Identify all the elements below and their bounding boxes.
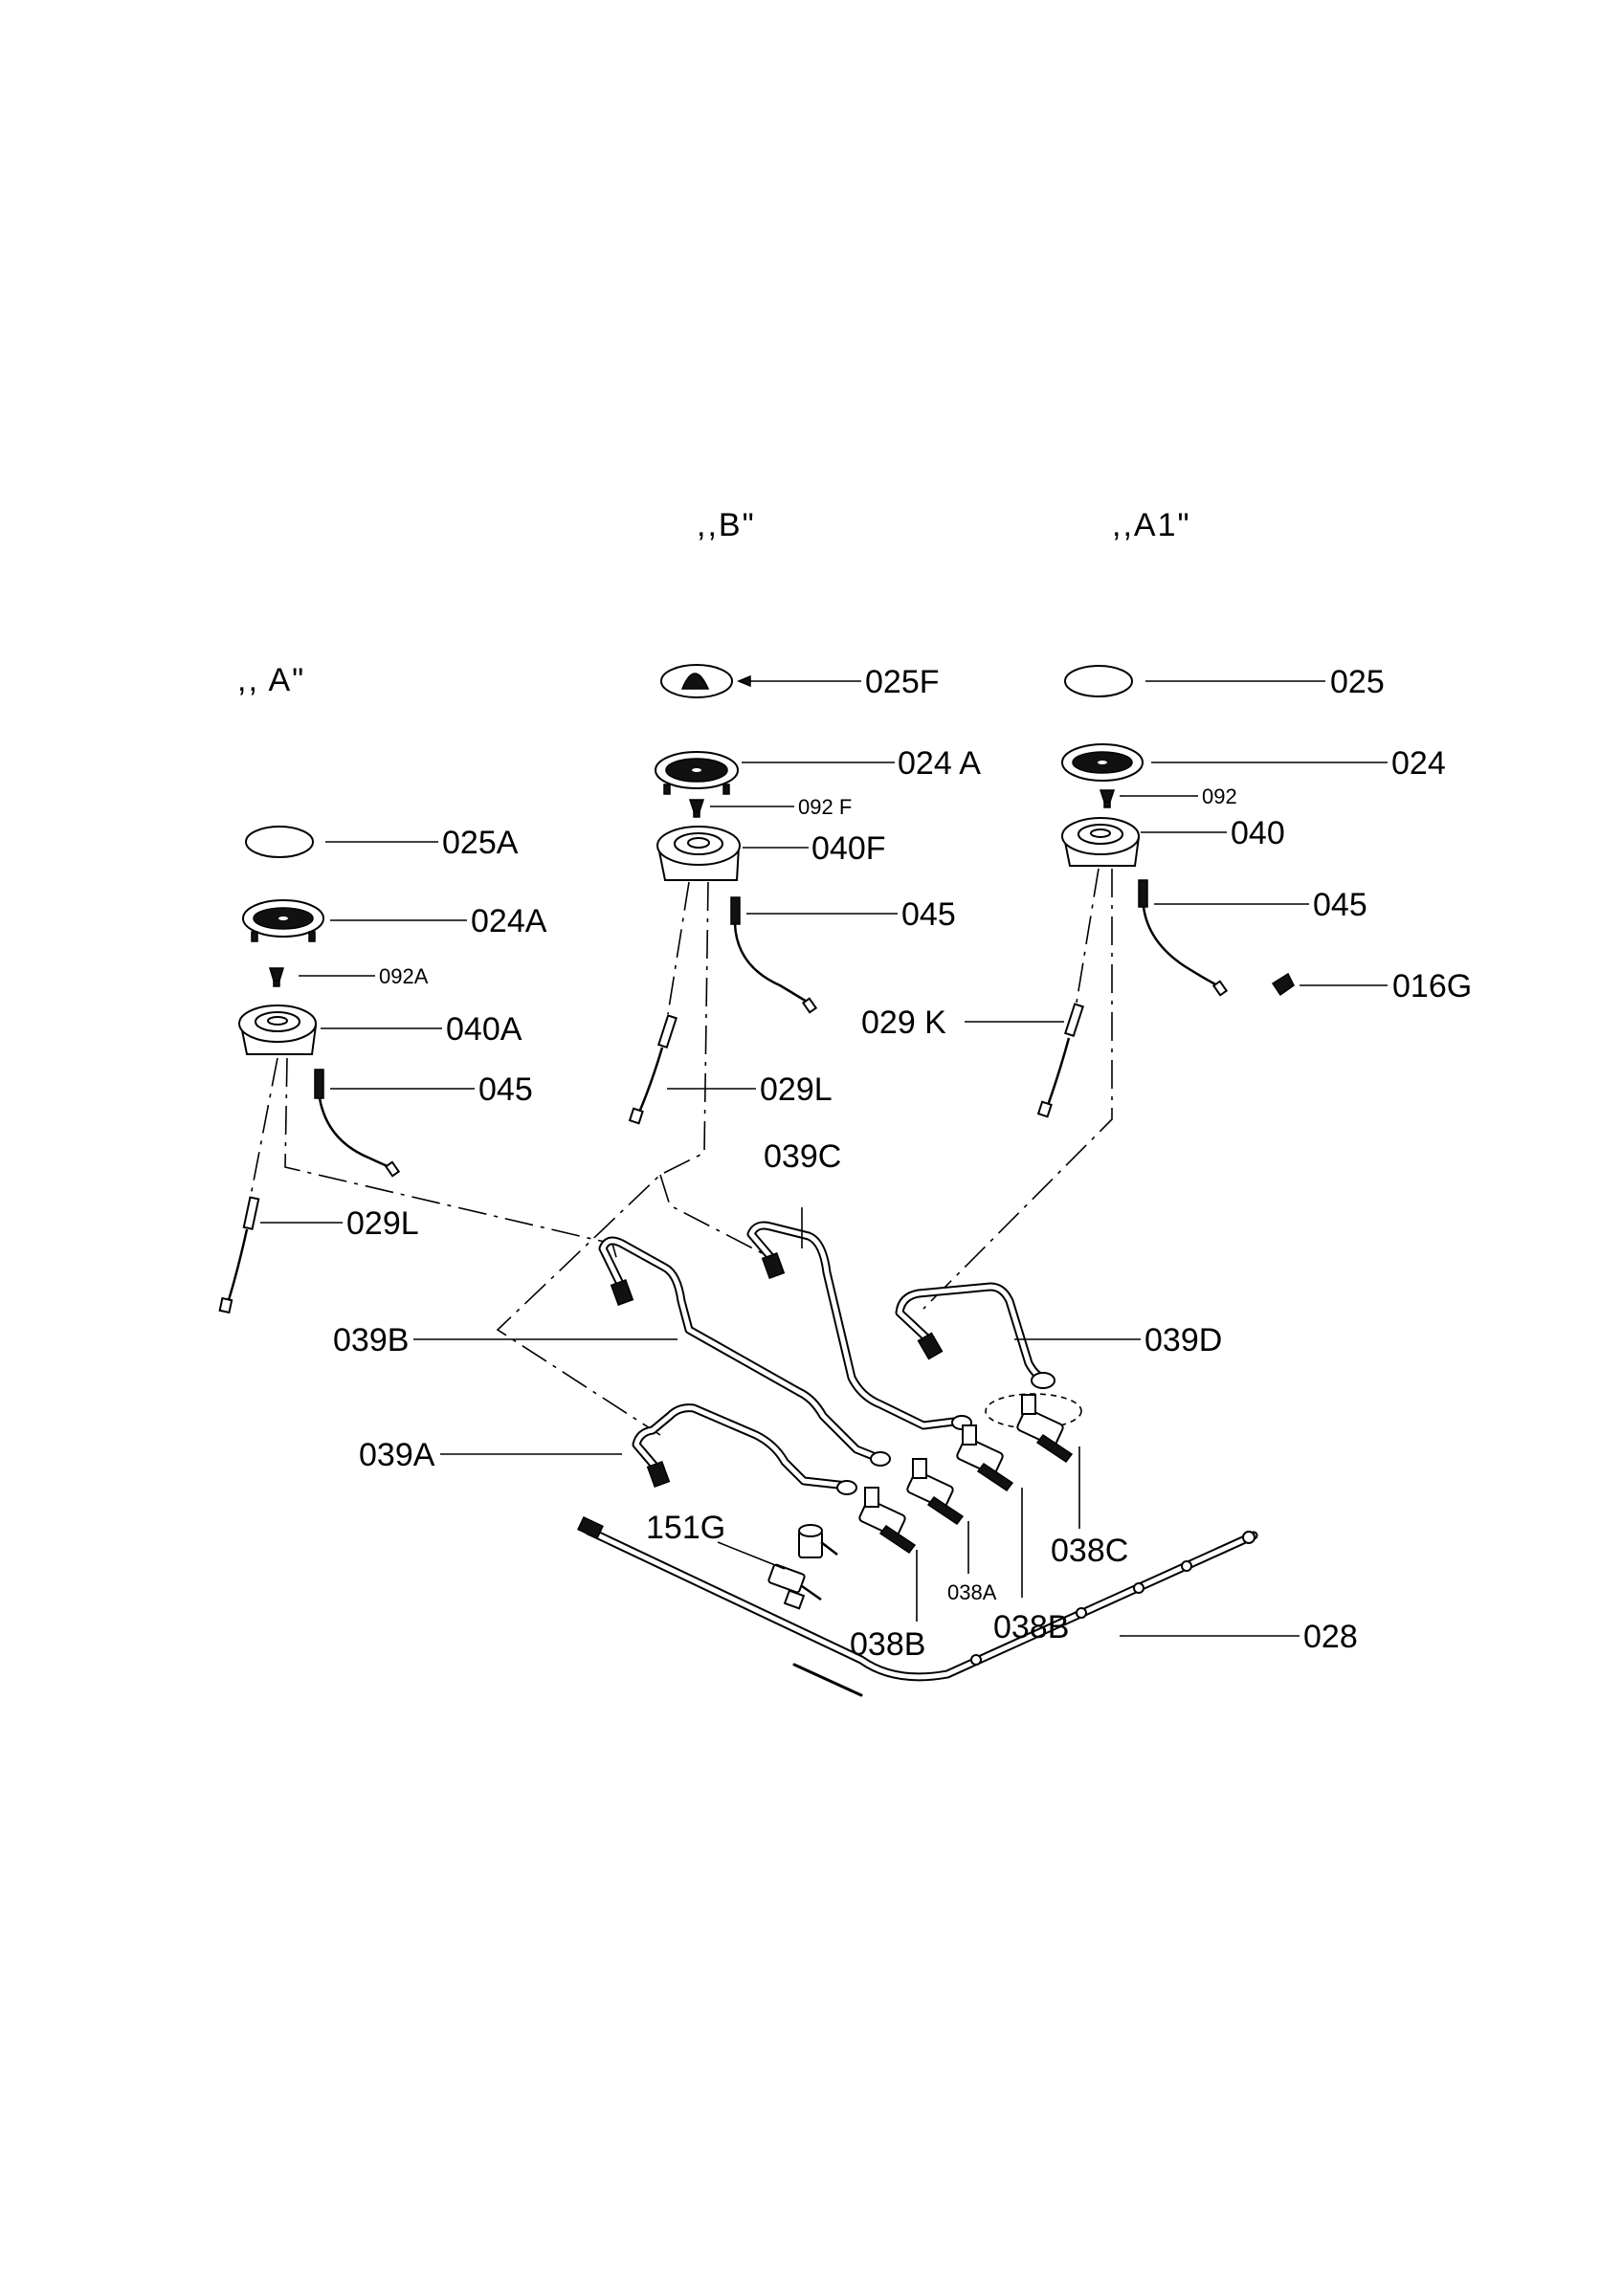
axis-b-pipe2 — [659, 1174, 778, 1262]
burner-crown-024A-b — [655, 751, 739, 795]
ignition-plug-029L-a — [218, 1196, 260, 1314]
label-039B: 039B — [333, 1322, 409, 1358]
gas-pipe-039C — [746, 1221, 967, 1430]
label-039C: 039C — [764, 1138, 841, 1175]
axis-a1-pipe — [922, 869, 1113, 1310]
label-029K: 029 K — [861, 1004, 946, 1041]
safety-valve-151G — [767, 1524, 838, 1610]
label-024A-a: 024A — [471, 903, 547, 939]
label-024A-b: 024 A — [898, 745, 981, 782]
leader-151G — [717, 1541, 786, 1570]
label-025F: 025F — [865, 664, 940, 700]
label-029L-b: 029L — [760, 1071, 833, 1108]
gas-pipe-039B — [598, 1236, 885, 1464]
label-016G: 016G — [1392, 968, 1472, 1004]
axis-a-pipe — [284, 1057, 618, 1262]
axis-b-plug — [667, 881, 690, 1015]
label-045-a1: 045 — [1313, 887, 1367, 923]
thermocouple-045-a — [314, 1069, 401, 1178]
label-038B-upper: 038B — [993, 1609, 1069, 1645]
valve-038B-lower — [858, 1487, 917, 1555]
label-039D: 039D — [1144, 1322, 1222, 1358]
axis-a-plug — [250, 1057, 278, 1197]
ignition-plug-029L-b — [628, 1014, 678, 1125]
label-040A: 040A — [446, 1011, 522, 1048]
label-040: 040 — [1231, 815, 1285, 851]
burner-cap-025 — [1064, 665, 1133, 697]
group-a1-label: ,,A1" — [1112, 507, 1191, 543]
label-038A: 038A — [947, 1580, 997, 1604]
valve-038A — [906, 1458, 965, 1526]
label-040F: 040F — [811, 830, 886, 867]
label-092A: 092A — [379, 964, 429, 988]
label-038B-lower: 038B — [850, 1626, 925, 1663]
burner-cap-025F — [660, 664, 733, 698]
burner-body-040A — [238, 1004, 318, 1055]
burner-cap-025A — [245, 826, 314, 858]
label-029L-a: 029L — [346, 1205, 419, 1242]
injector-092 — [1099, 789, 1116, 808]
group-a-label: ,, A" — [237, 662, 305, 698]
label-028: 028 — [1303, 1619, 1358, 1655]
pipe-end-039A — [836, 1480, 857, 1495]
label-025A: 025A — [442, 825, 519, 861]
ignition-plug-029K — [1036, 1003, 1084, 1118]
injector-092F — [688, 799, 705, 818]
valve-038C — [1016, 1394, 1074, 1464]
label-024: 024 — [1391, 745, 1446, 782]
label-038C: 038C — [1051, 1533, 1128, 1569]
burner-crown-024A-a — [242, 899, 324, 942]
axis-a1-plug — [1076, 868, 1100, 1004]
label-045-a: 045 — [478, 1071, 533, 1108]
valve-038B-upper — [956, 1424, 1014, 1492]
label-045-b: 045 — [901, 896, 956, 933]
gas-pipe-039A — [632, 1403, 852, 1490]
arrow-025F — [737, 674, 751, 688]
label-092F: 092 F — [798, 795, 852, 819]
injector-092A — [268, 967, 285, 987]
thermocouple-045-a1 — [1138, 879, 1229, 997]
burner-body-040 — [1061, 817, 1141, 867]
label-039A: 039A — [359, 1437, 435, 1473]
part-016G — [1271, 972, 1295, 997]
gas-pipe-039D — [895, 1282, 1055, 1389]
burner-crown-024 — [1061, 743, 1144, 782]
pipe-end-039B — [870, 1451, 891, 1467]
group-b-label: ,,B" — [697, 507, 756, 543]
burner-body-040F — [656, 826, 741, 881]
gas-ramp-028 — [577, 1516, 1258, 1697]
label-025: 025 — [1330, 664, 1385, 700]
label-151G: 151G — [646, 1510, 725, 1546]
axis-b-pipe — [496, 881, 709, 1436]
thermocouple-045-b — [730, 896, 818, 1014]
label-092: 092 — [1202, 784, 1237, 808]
